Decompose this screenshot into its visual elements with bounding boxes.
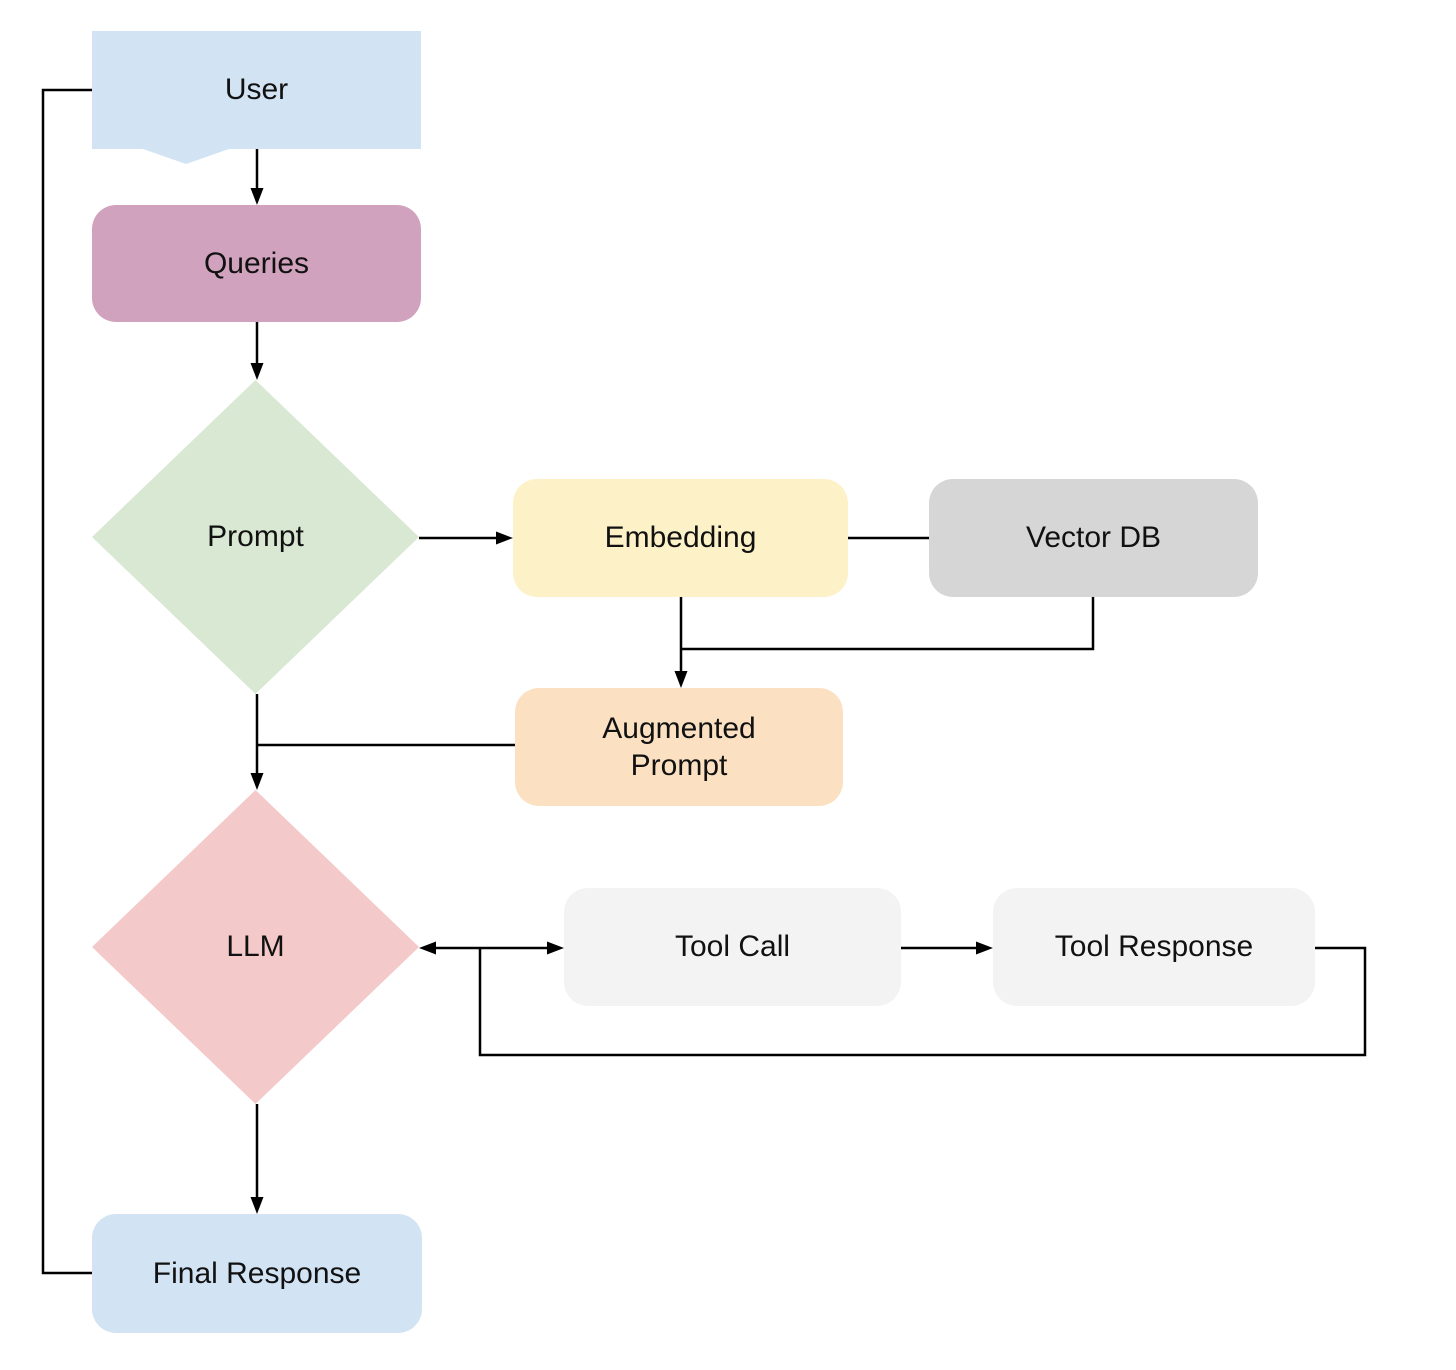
arrowhead-toolcall-toolresponse (976, 941, 993, 955)
node-augmented-prompt: Augmented Prompt (515, 688, 843, 806)
arrowhead-toolcall-llm (419, 941, 436, 955)
node-final-response-label: Final Response (152, 1256, 362, 1290)
node-vector-db: Vector DB (929, 479, 1258, 597)
node-final-response: Final Response (92, 1214, 422, 1333)
node-user-label: User (224, 73, 289, 107)
node-prompt-label: Prompt (207, 520, 304, 554)
node-queries: Queries (92, 205, 421, 322)
arrowhead-user-queries (250, 188, 264, 205)
node-tool-call: Tool Call (564, 888, 901, 1006)
arrowhead-queries-prompt (250, 363, 264, 380)
node-user: User (92, 31, 421, 164)
node-embedding-label: Embedding (604, 521, 757, 555)
arrowhead-llm-final (250, 1197, 264, 1214)
node-augmented-prompt-label: Augmented Prompt (602, 711, 756, 783)
arrowhead-prompt-embedding (496, 531, 513, 545)
node-llm-label: LLM (226, 930, 285, 964)
arrowhead-embedding-augmented (674, 671, 688, 688)
node-vector-db-label: Vector DB (1025, 521, 1162, 555)
node-tool-response: Tool Response (993, 888, 1315, 1006)
edge-final-user-feedback (41, 88, 92, 1275)
edge-vectordb-join (681, 597, 1095, 651)
arrowhead-llm-toolcall (547, 941, 564, 955)
edge-toolresponse-loop (478, 946, 1367, 1057)
node-tool-response-label: Tool Response (1054, 930, 1254, 964)
node-tool-call-label: Tool Call (674, 930, 791, 964)
arrowhead-prompt-llm (250, 773, 264, 790)
node-embedding: Embedding (513, 479, 848, 597)
node-queries-label: Queries (203, 246, 310, 280)
